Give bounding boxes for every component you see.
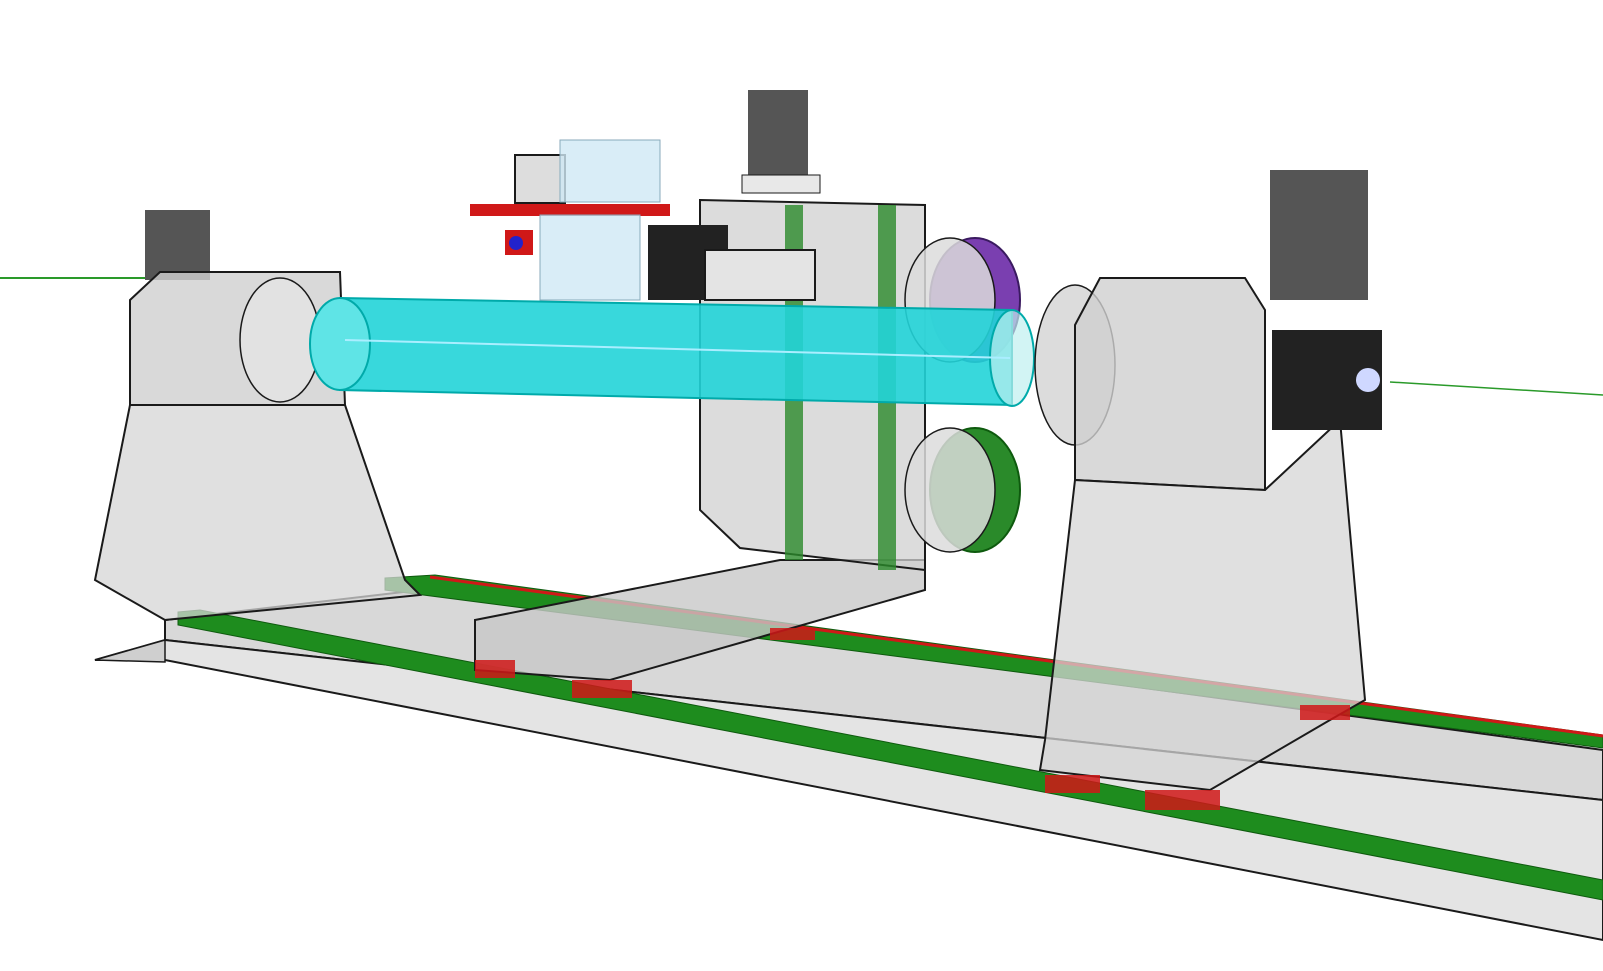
motor-top [748,90,808,175]
motor-left [145,210,210,280]
carriage-pads [475,628,1350,810]
motor-right [1270,170,1368,300]
left-headstock [93,210,423,622]
right-tailstock [1034,170,1382,792]
chuck-left [239,277,321,403]
workpiece-tube [309,296,1035,407]
sensor-assembly [470,139,816,301]
axis-line-right [1389,381,1603,396]
